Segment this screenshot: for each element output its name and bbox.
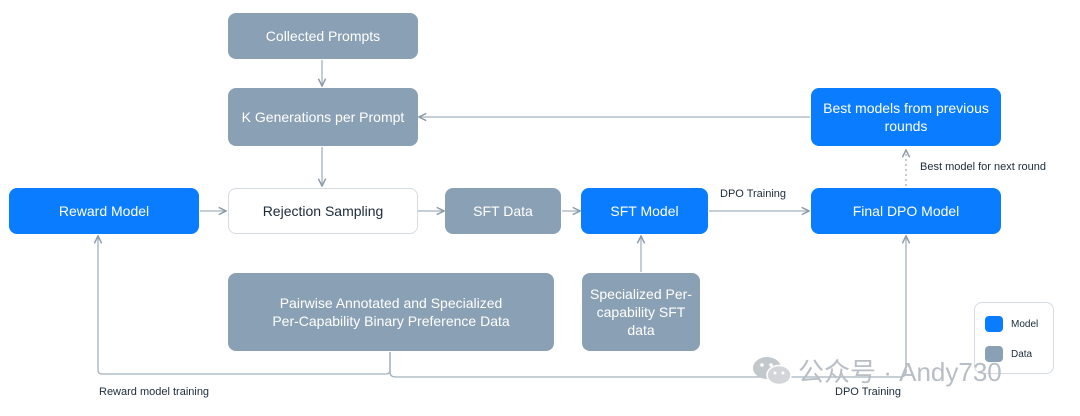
collected-prompts-node: Collected Prompts [228, 13, 418, 59]
dpo-training-label-bottom: DPO Training [835, 386, 902, 398]
legend: Model Data [974, 302, 1054, 374]
rejection-sampling-node: Rejection Sampling [228, 188, 418, 234]
sft-data-node: SFT Data [445, 188, 561, 234]
legend-data-swatch [985, 346, 1003, 362]
best-model-next-round-label: Best model for next round [920, 161, 1046, 173]
pairwise-preference-data-node: Pairwise Annotated and Specialized Per-C… [228, 273, 554, 351]
final-dpo-model-node: Final DPO Model [811, 188, 1001, 234]
dpo-training-label-top: DPO Training [720, 188, 787, 200]
legend-model-row: Model [985, 316, 1038, 332]
best-models-node: Best models from previous rounds [811, 88, 1001, 146]
k-generations-node: K Generations per Prompt [228, 88, 418, 146]
arrow-dpo-training-bottom [389, 236, 906, 378]
reward-model-training-label: Reward model training [99, 386, 210, 398]
legend-model-label: Model [1011, 318, 1039, 330]
watermark: 公众号 · Andy730 [752, 352, 1002, 389]
sft-model-node: SFT Model [581, 188, 708, 234]
legend-data-label: Data [1011, 348, 1033, 360]
legend-data-row: Data [985, 346, 1032, 362]
watermark-text: 公众号 · Andy730 [798, 357, 1002, 387]
specialized-sft-data-node: Specialized Per-capability SFT data [582, 273, 700, 351]
reward-model-node: Reward Model [9, 188, 199, 234]
legend-model-swatch [985, 316, 1003, 332]
wechat-icon [753, 356, 792, 385]
